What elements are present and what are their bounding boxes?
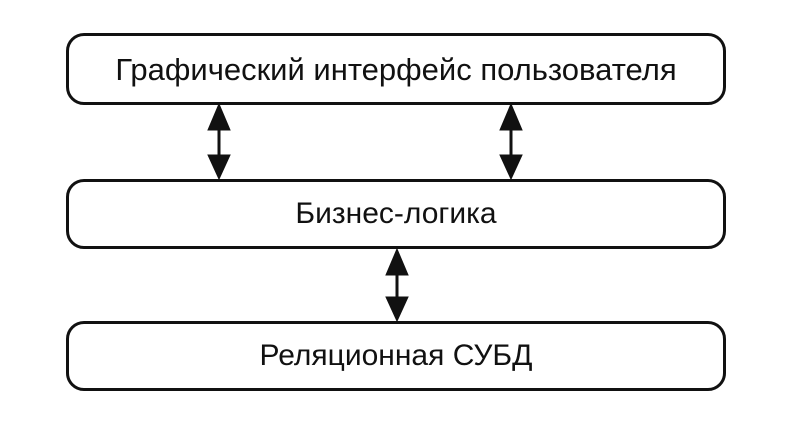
database-layer-label: Реляционная СУБД: [259, 339, 533, 372]
arrow-logic-database: [385, 247, 409, 323]
business-logic-layer-box: Бизнес-логика: [66, 179, 726, 249]
business-logic-layer-label: Бизнес-логика: [295, 197, 497, 230]
database-layer-box: Реляционная СУБД: [66, 321, 726, 391]
arrow-gui-logic-right: [499, 102, 523, 181]
arrow-gui-logic-left: [207, 102, 231, 181]
gui-layer-box: Графический интерфейс пользователя: [66, 33, 726, 105]
gui-layer-label: Графический интерфейс пользователя: [115, 51, 677, 87]
